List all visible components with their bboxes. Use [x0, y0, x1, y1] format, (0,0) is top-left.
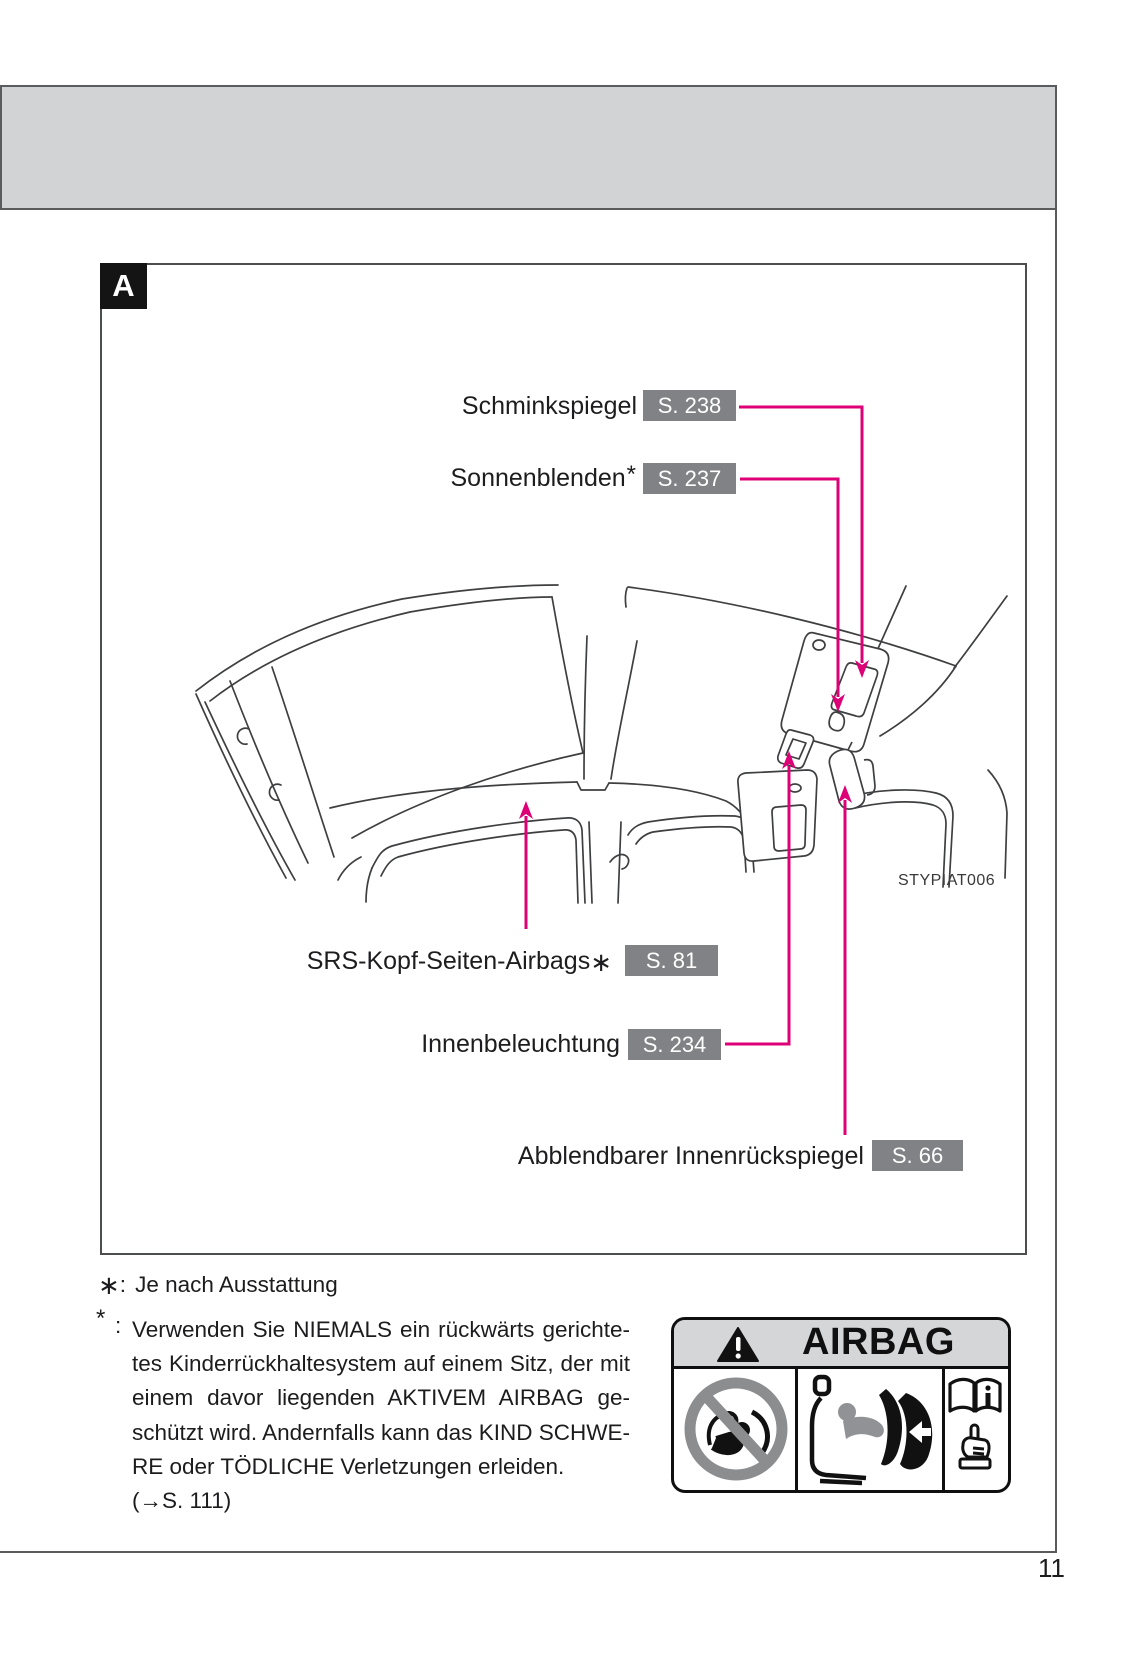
callout-label-innenrueckspiegel: Abblendbarer Innenrückspiegel	[517, 1142, 864, 1170]
figure-code: STYPIAT006	[898, 872, 996, 889]
footnote-marker-asterisk: ∗	[590, 947, 612, 977]
footnote-line: Verwenden Sie NIEMALS ein rückwärts geri…	[132, 1317, 630, 1342]
chapter-header-band	[0, 85, 1057, 210]
footnote-page-ref: (→S. 111)	[132, 1488, 232, 1514]
page-ref-schminkspiegel: S. 238	[643, 390, 736, 421]
footnote-equipment: ∗:Je nach Ausstattung	[98, 1270, 338, 1300]
callout-label-srs-airbags: SRS-Kopf-Seiten-Airbags∗	[306, 947, 612, 977]
airbag-title: AIRBAG	[802, 1321, 955, 1363]
warning-triangle-icon	[717, 1327, 759, 1362]
page-bottom-rule	[0, 1551, 1057, 1553]
page-number: 11	[1038, 1553, 1065, 1583]
pointing-hand-icon	[958, 1423, 992, 1470]
airbag-warning-label: AIRBAG	[671, 1317, 1011, 1493]
footnote-star: *	[96, 1305, 106, 1332]
footnote-airbag-warning: * : Verwenden Sie NIEMALS ein rückwärts …	[96, 1305, 630, 1518]
manual-book-info-icon	[945, 1369, 1008, 1490]
callout-label-schminkspiegel: Schminkspiegel	[461, 392, 637, 420]
footnote-line: tes Kinderrückhaltesystem auf einem Sitz…	[132, 1351, 630, 1377]
panel-marker-a: A	[100, 263, 147, 309]
page-ref-srs-airbags: S. 81	[625, 945, 718, 976]
page-ref-innenrueckspiegel: S. 66	[872, 1140, 963, 1171]
no-rear-facing-child-seat-icon	[674, 1369, 798, 1490]
callout-label-innenbeleuchtung: Innenbeleuchtung	[421, 1030, 620, 1058]
footnote-asterisk: ∗	[98, 1270, 120, 1300]
page-ref-sonnenblenden: S. 237	[643, 463, 736, 494]
airbag-deployment-icon	[798, 1369, 945, 1490]
footnote-marker-star: *	[626, 461, 636, 488]
page-right-rule	[1055, 208, 1057, 1552]
page-ref-innenbeleuchtung: S. 234	[628, 1029, 721, 1060]
footnote-line: RE oder TÖDLICHE Verletzungen erleiden.	[132, 1453, 565, 1479]
footnote-line: schützt wird. Andernfalls kann das KIND …	[132, 1419, 630, 1445]
footnote-line: einem davor liegenden AKTIVEM AIRBAG ge-	[132, 1385, 630, 1411]
airbag-label-header: AIRBAG	[674, 1320, 1008, 1369]
callout-label-sonnenblenden: Sonnenblenden*	[450, 461, 636, 492]
